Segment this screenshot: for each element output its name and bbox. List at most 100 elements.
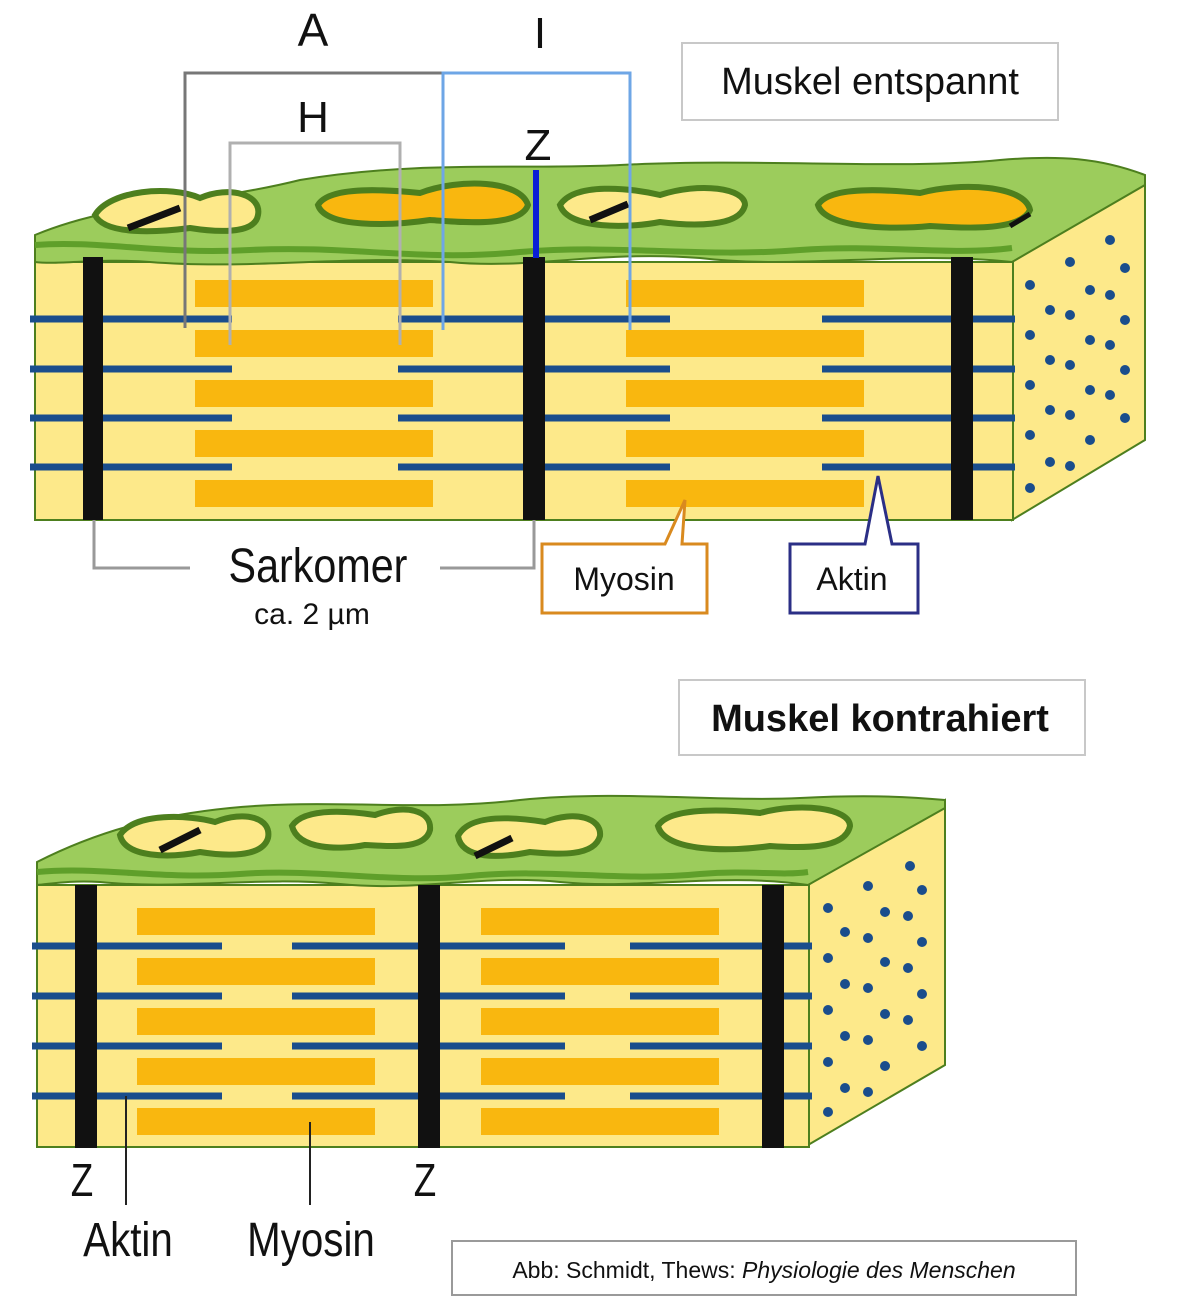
z-disc — [418, 885, 440, 1148]
relaxed-myosin-filaments — [195, 280, 864, 507]
contracted-z-middle: Z — [414, 1154, 436, 1206]
side-dot — [1105, 290, 1115, 300]
side-dot — [1120, 413, 1130, 423]
myosin-filament — [481, 1008, 719, 1035]
side-dot — [903, 1015, 913, 1025]
side-dot — [1105, 340, 1115, 350]
side-dot — [840, 927, 850, 937]
side-dot — [823, 1057, 833, 1067]
tubule-mark — [158, 826, 202, 854]
label-h-zone: H — [297, 93, 329, 142]
relaxed-side-dots — [1025, 235, 1130, 493]
side-dot — [863, 1035, 873, 1045]
side-dot — [880, 957, 890, 967]
tubule-opening — [814, 183, 1034, 231]
relaxed-title: Muskel entspannt — [721, 61, 1019, 103]
side-dot — [1025, 483, 1035, 493]
side-dot — [823, 903, 833, 913]
myosin-filament — [626, 330, 864, 357]
side-dot — [1045, 457, 1055, 467]
contracted-title-box — [678, 679, 1086, 756]
side-dot — [1065, 310, 1075, 320]
side-dot — [880, 1061, 890, 1071]
side-dot — [1120, 263, 1130, 273]
side-dot — [823, 1005, 833, 1015]
i-band-bracket — [441, 71, 632, 330]
side-dot — [1065, 461, 1075, 471]
myosin-filament — [137, 1108, 375, 1135]
side-dot — [1085, 385, 1095, 395]
side-dot — [840, 979, 850, 989]
label-z-line: Z — [525, 121, 552, 170]
z-disc — [83, 257, 103, 520]
tubule-opening — [654, 804, 854, 853]
myosin-filament — [481, 1058, 719, 1085]
myosin-filament — [481, 1108, 719, 1135]
contracted-myosin-filaments — [137, 908, 719, 1135]
side-dot — [1045, 305, 1055, 315]
contracted-muscle-block — [32, 794, 946, 1148]
tubule-mark — [473, 834, 514, 860]
tubule-mark — [1008, 211, 1032, 229]
side-dot — [1105, 390, 1115, 400]
side-dot — [903, 963, 913, 973]
tubule-mark — [126, 204, 182, 232]
side-dot — [863, 983, 873, 993]
myosin-callout-box — [540, 499, 709, 615]
side-dot — [1025, 330, 1035, 340]
source-box — [451, 1240, 1077, 1296]
side-dot — [905, 861, 915, 871]
side-dot — [903, 911, 913, 921]
z-disc — [951, 257, 973, 520]
relaxed-tubule-openings — [91, 180, 1034, 235]
side-dot — [823, 953, 833, 963]
tubule-opening — [556, 184, 749, 229]
myosin-filament — [195, 430, 433, 457]
contracted-myosin-label: Myosin — [247, 1214, 375, 1267]
side-dot — [1085, 335, 1095, 345]
side-dot — [1085, 285, 1095, 295]
side-dot — [863, 933, 873, 943]
side-dot — [840, 1031, 850, 1041]
side-dot — [917, 885, 927, 895]
sarcomere-label: Sarkomer — [229, 539, 408, 593]
myosin-filament — [626, 380, 864, 407]
side-dot — [917, 1041, 927, 1051]
sarcomere-length: ca. 2 µm — [254, 598, 370, 631]
myosin-filament — [137, 908, 375, 935]
contracted-membrane-rim — [36, 867, 809, 882]
myosin-filament — [137, 958, 375, 985]
side-dot — [1120, 315, 1130, 325]
tubule-opening — [454, 813, 603, 859]
myosin-filament — [137, 1008, 375, 1035]
myosin-filament — [195, 380, 433, 407]
z-disc — [762, 885, 784, 1148]
source-citation: Abb: Schmidt, Thews: Physiologie des Men… — [512, 1257, 1015, 1283]
side-dot — [880, 907, 890, 917]
side-dot — [1065, 360, 1075, 370]
contracted-title: Muskel kontrahiert — [711, 698, 1049, 740]
sarcomere-bracket-left — [92, 520, 190, 570]
myosin-filament — [195, 480, 433, 507]
contracted-z-left: Z — [71, 1154, 93, 1206]
relaxed-title-box — [681, 42, 1059, 121]
myosin-filament — [195, 280, 433, 307]
source-prefix: Abb: Schmidt, Thews: — [512, 1257, 742, 1283]
contracted-z-discs — [75, 885, 784, 1148]
side-dot — [880, 1009, 890, 1019]
side-dot — [1065, 257, 1075, 267]
side-dot — [823, 1107, 833, 1117]
myosin-filament — [137, 1058, 375, 1085]
myosin-filament — [626, 280, 864, 307]
actin-callout-label: Aktin — [816, 561, 887, 597]
a-band-bracket — [183, 71, 443, 328]
tubule-opening — [288, 806, 434, 851]
side-dot — [863, 1087, 873, 1097]
contracted-actin-label: Aktin — [83, 1214, 173, 1267]
side-dot — [840, 1083, 850, 1093]
contracted-tubule-openings — [116, 804, 854, 860]
myosin-filament — [481, 958, 719, 985]
z-disc — [523, 257, 545, 520]
